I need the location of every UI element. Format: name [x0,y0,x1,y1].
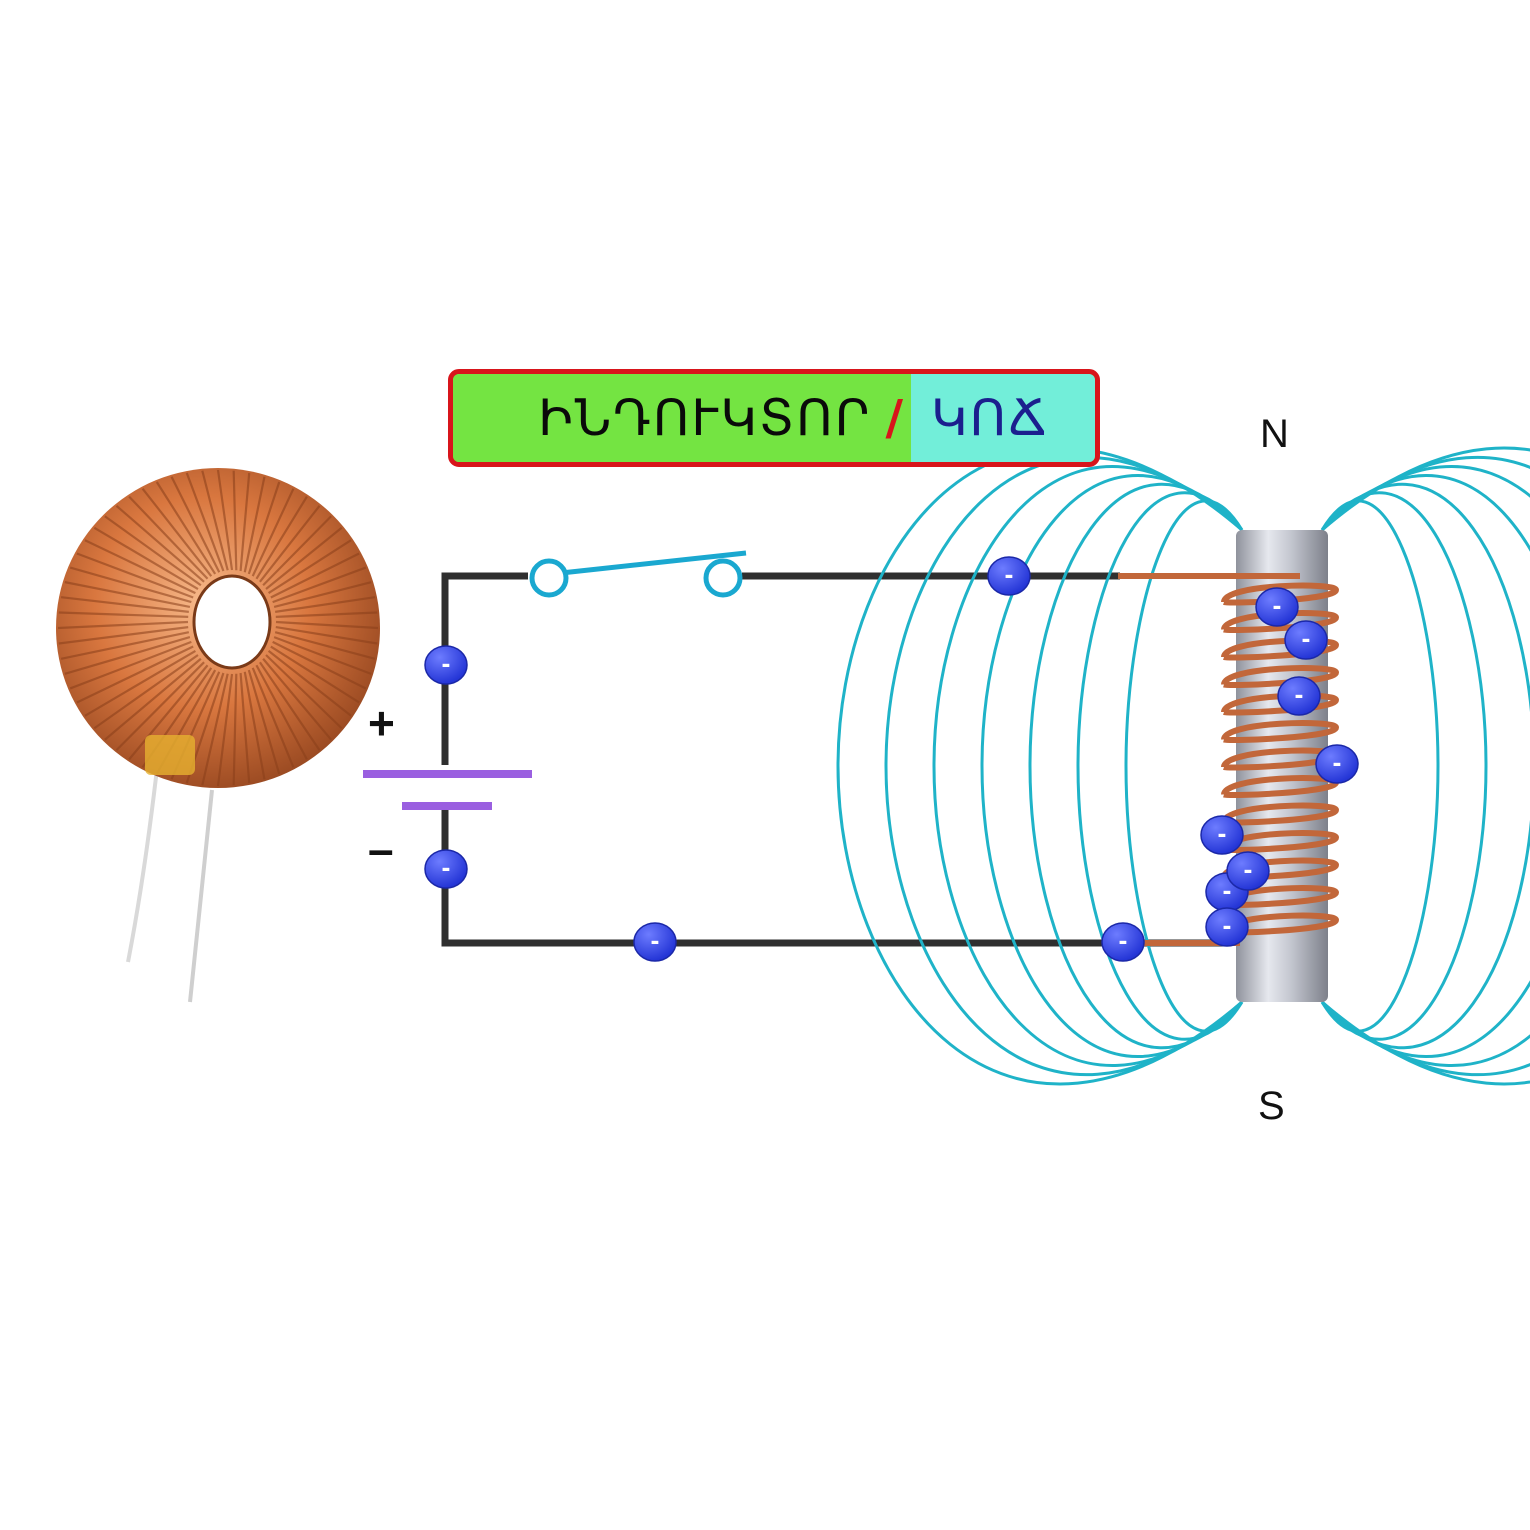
electron-charge-label: - [441,857,450,882]
field-line-left [1076,491,1244,1041]
magnetic-field-lines [836,446,1530,1086]
field-line-right [1320,499,1440,1033]
title-separator: / [885,390,903,446]
field-line-right [1320,464,1530,1068]
coil-turn [1221,720,1340,743]
electron-icon: - [1277,676,1321,716]
coil-turn [1221,610,1340,633]
electron-body [1277,676,1321,716]
electron-charge-label: - [1222,880,1231,905]
electron-body [1205,907,1249,947]
south-pole-label: S [1258,1084,1285,1128]
electron-icon: - [424,645,468,685]
coil-turn [1221,637,1340,661]
electron-icon: - [987,556,1031,596]
title-word-right: ԿՈՃ [931,389,1049,447]
title-left-panel: ԻՆԴՈՒԿՏՈՐ / [453,374,911,462]
battery-positive-label: + [368,697,395,749]
electron-body [424,849,468,889]
electron-charge-label: - [1222,915,1231,940]
coil-turn [1221,582,1340,606]
electron-icon: - [633,922,677,962]
electron-icon: - [1255,587,1299,627]
north-pole-label: N [1260,412,1289,456]
electron-body [1284,620,1328,660]
switch-icon [529,550,747,598]
battery-icon [363,765,532,810]
electron-icon: - [1284,620,1328,660]
electron-charge-label: - [1243,859,1252,884]
coil-turn [1221,885,1340,908]
electron-charge-label: - [1332,752,1341,777]
coil-turn [1221,802,1340,826]
title-right-panel: ԿՈՃ [911,374,1095,462]
coil-turn [1221,665,1340,688]
electron-icon: - [1205,907,1249,947]
coil-turn [1221,692,1340,716]
field-line-right [1321,455,1530,1077]
coil-turn [1221,912,1340,936]
electron-body [633,922,677,962]
electron-charge-label: - [1118,930,1127,955]
field-line-right [1320,491,1488,1041]
circuit-wires [441,572,1225,947]
electron-icon: - [1101,922,1145,962]
title-banner: ԻՆԴՈՒԿՏՈՐ / ԿՈՃ [448,369,1100,467]
coil-turn [1221,830,1340,853]
field-line-left [1124,499,1244,1033]
electron-body [1200,815,1244,855]
electrons-group: ------------- [424,556,1359,962]
electron-body [1255,587,1299,627]
field-line-left [836,446,1243,1086]
field-line-left [932,464,1244,1068]
battery-negative-label: – [368,823,394,875]
field-line-left [980,474,1244,1058]
electron-charge-label: - [1301,628,1310,653]
electron-icon: - [424,849,468,889]
electron-body [987,556,1031,596]
electron-charge-label: - [1217,823,1226,848]
electron-icon: - [1226,851,1270,891]
electron-body [1101,922,1145,962]
electron-icon: - [1200,815,1244,855]
toroidal-inductor-icon [56,468,380,1003]
solenoid-coil-icon [1118,573,1340,946]
electron-charge-label: - [441,653,450,678]
electron-body [424,645,468,685]
field-line-right [1320,482,1530,1050]
electron-icon: - [1315,744,1359,784]
field-line-right [1321,446,1530,1086]
field-line-left [1028,482,1244,1050]
electron-charge-label: - [650,930,659,955]
electron-charge-label: - [1294,684,1303,709]
electron-body [1315,744,1359,784]
electron-body [1226,851,1270,891]
field-line-right [1320,474,1530,1058]
title-word-left: ԻՆԴՈՒԿՏՈՐ [538,389,872,447]
electron-charge-label: - [1272,595,1281,620]
electron-charge-label: - [1004,564,1013,589]
field-line-left [884,455,1243,1077]
